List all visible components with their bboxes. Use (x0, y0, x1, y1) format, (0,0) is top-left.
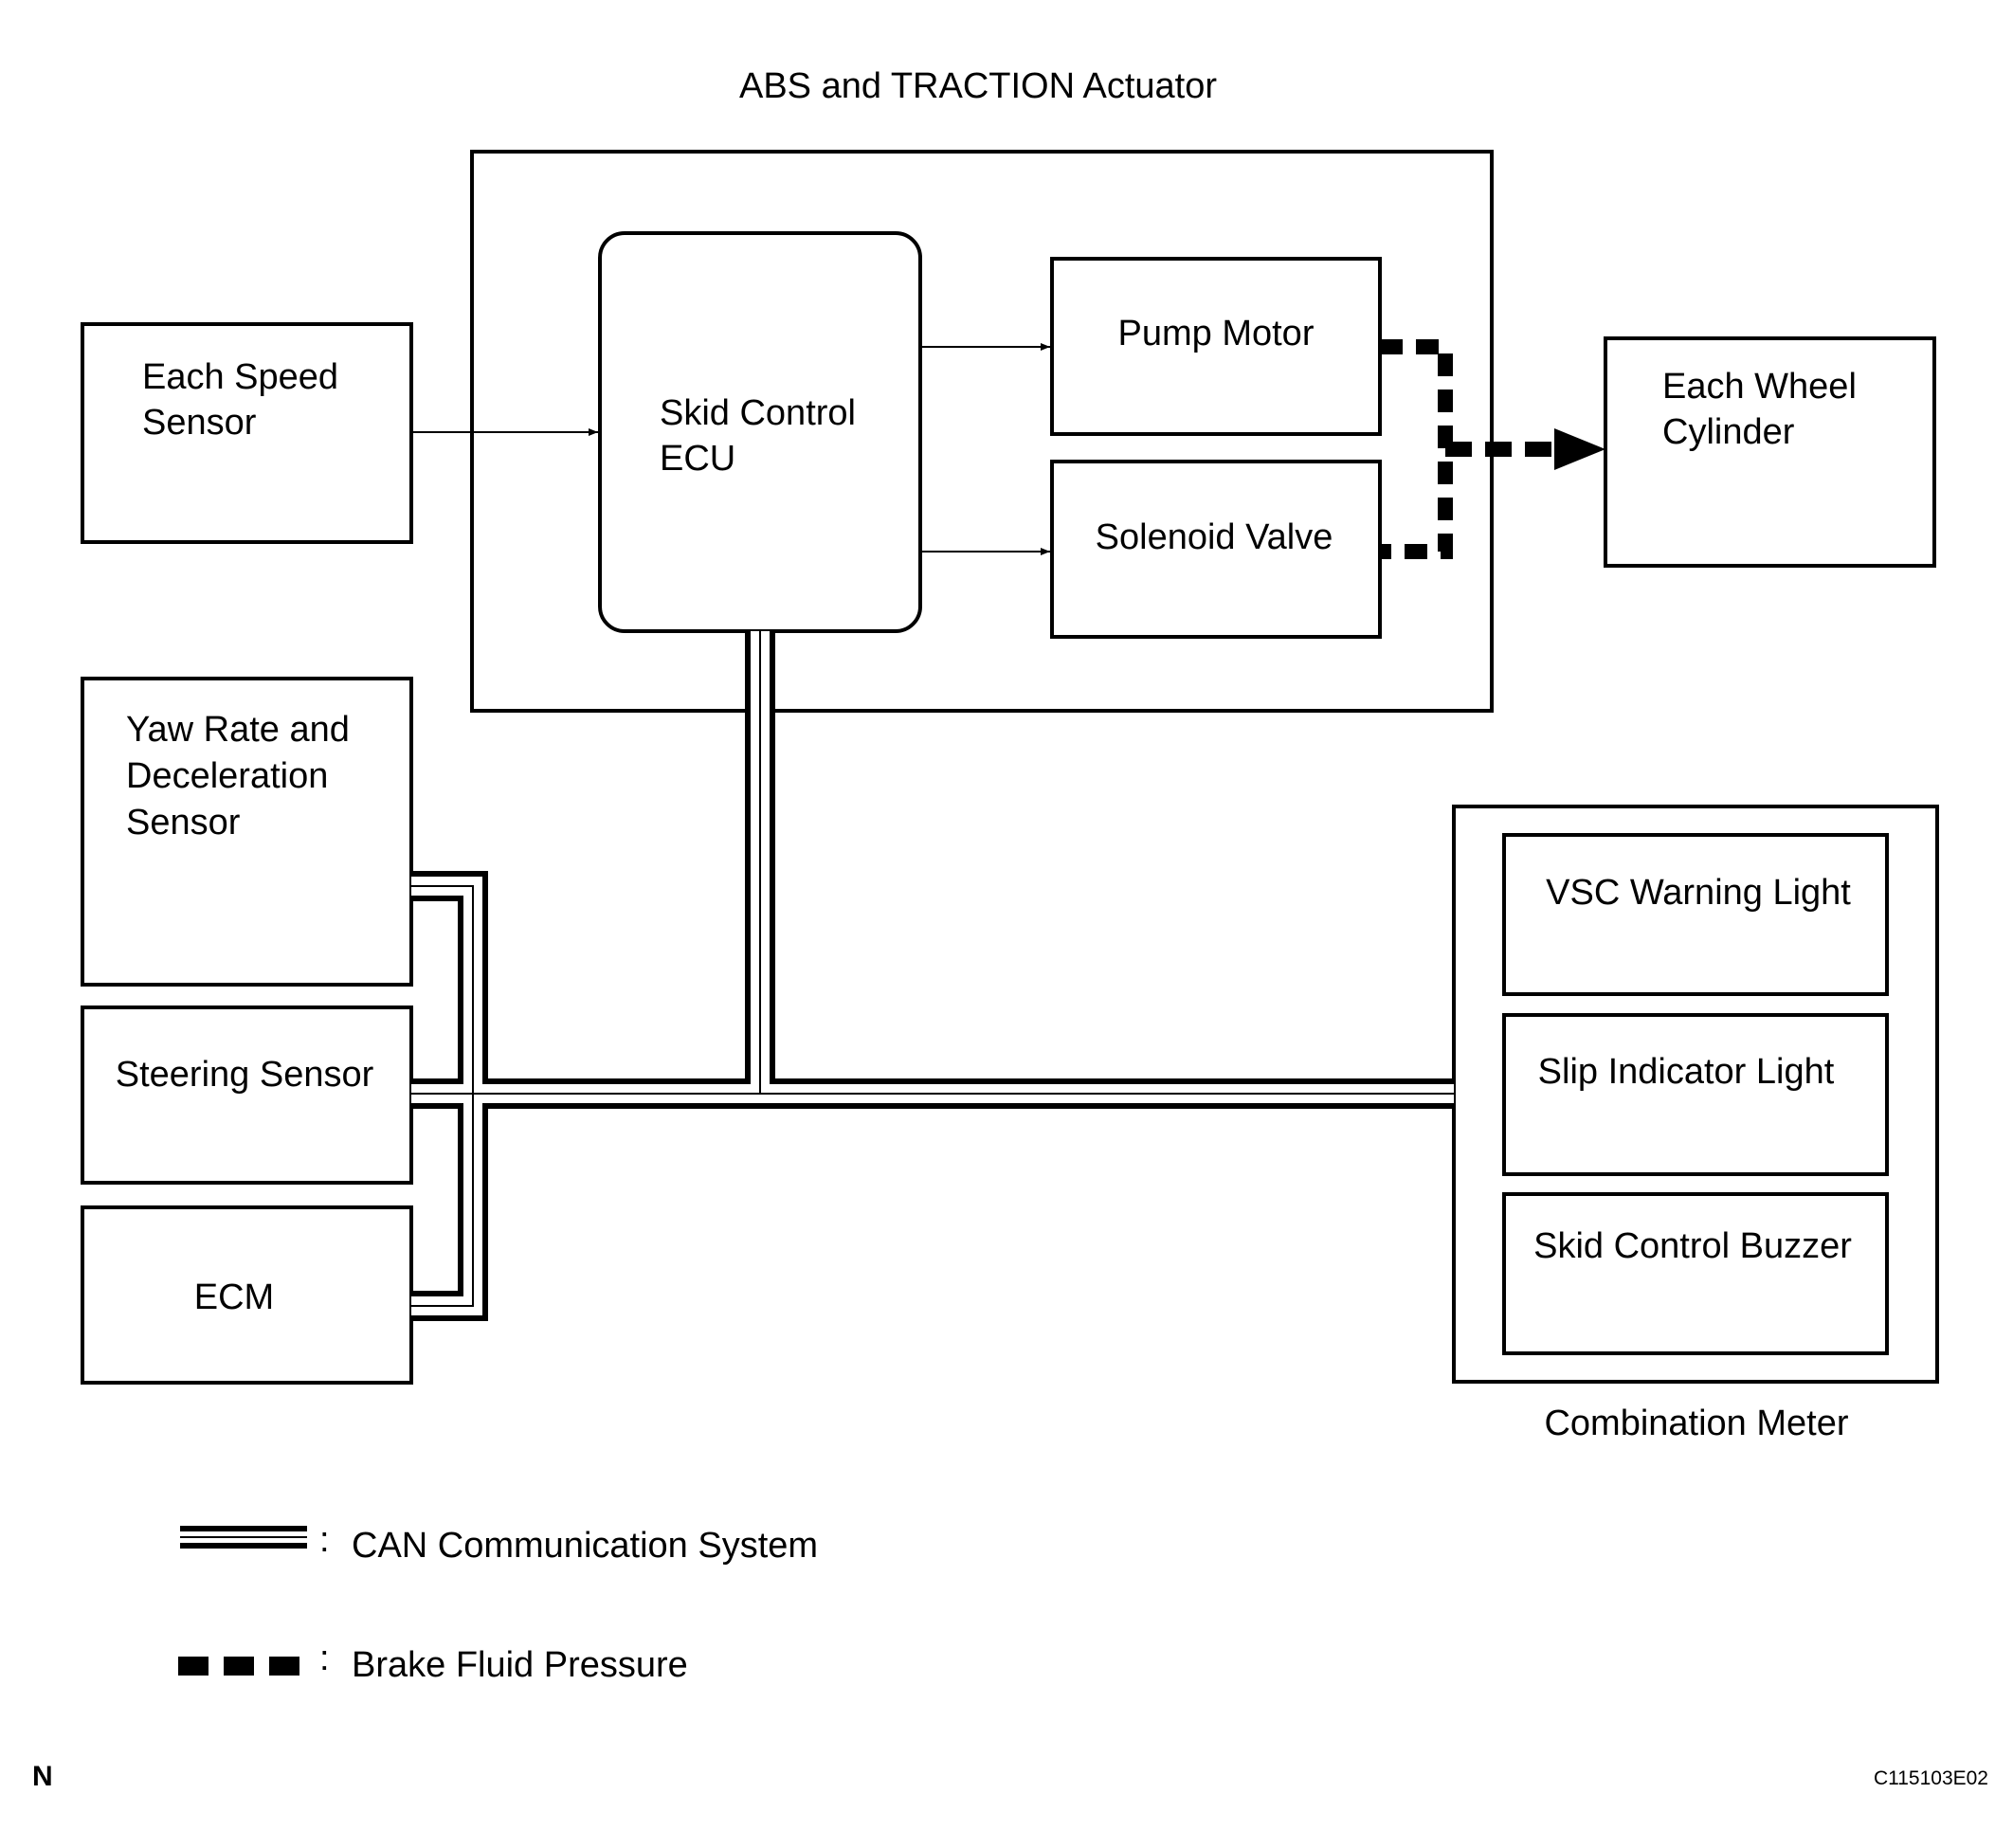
svg-text:Pump Motor: Pump Motor (1118, 314, 1315, 353)
skid-control-ecu: Skid Control ECU (598, 231, 922, 633)
vsc-warning-light-box: VSC Warning Light (1502, 833, 1889, 996)
skid-control-ecu-line-2: ECU (660, 439, 735, 479)
svg-text:Steering Sensor: Steering Sensor (116, 1055, 374, 1095)
svg-text:Solenoid Valve: Solenoid Valve (1096, 517, 1333, 557)
brake-legend-label: Brake Fluid Pressure (352, 1645, 688, 1685)
svg-text:Each Wheel Cylinder: Each Wheel Cylinder (1662, 367, 1866, 452)
skid-control-buzzer-box: Skid Control Buzzer (1502, 1192, 1889, 1355)
yaw-rate-line-2: Deceleration (126, 756, 328, 796)
figure-code: C115103E02 (1874, 1767, 1988, 1789)
each-speed-sensor-line-2: Sensor (142, 403, 257, 443)
svg-text:ECM: ECM (194, 1277, 274, 1317)
steering-sensor-label: Steering Sensor (116, 1055, 374, 1095)
yaw-rate-line-1: Yaw Rate and (126, 710, 350, 750)
svg-text:VSC Warning Light: VSC Warning Light (1546, 873, 1851, 913)
ecm-label: ECM (194, 1277, 274, 1317)
actuator-title: ABS and TRACTION Actuator (739, 66, 1217, 106)
vsc-warning-light-label: VSC Warning Light (1546, 873, 1851, 913)
skid-control-ecu-line-1: Skid Control (660, 393, 856, 433)
corner-mark-left: N (32, 1761, 53, 1792)
svg-text:Slip Indicator Light: Slip Indicator Light (1538, 1052, 1835, 1092)
each-wheel-cylinder-line-2: Cylinder (1662, 412, 1795, 452)
slip-indicator-light-label: Slip Indicator Light (1538, 1052, 1835, 1092)
brake-legend-symbol (178, 1657, 299, 1676)
solenoid-valve-label: Solenoid Valve (1096, 517, 1333, 557)
each-speed-sensor-box: Each Speed Sensor (81, 322, 413, 544)
brake-legend-separator: : (319, 1639, 330, 1678)
svg-text:Each Speed Sensor: Each Speed Sensor (142, 357, 349, 443)
can-legend-symbol (180, 1526, 307, 1549)
abs-actuator-box (470, 150, 1494, 713)
skid-control-buzzer-label: Skid Control Buzzer (1533, 1226, 1852, 1266)
slip-indicator-light-box: Slip Indicator Light (1502, 1013, 1889, 1176)
steering-sensor-box: Steering Sensor (81, 1006, 413, 1185)
ecm-box: ECM (81, 1205, 413, 1385)
each-speed-sensor-line-1: Each Speed (142, 357, 338, 397)
can-bus (411, 631, 1454, 1321)
brake-fluid-pressure-lines (1380, 339, 1605, 559)
can-legend-separator: : (319, 1520, 330, 1560)
solenoid-valve-box: Solenoid Valve (1050, 460, 1382, 639)
each-wheel-cylinder-line-1: Each Wheel (1662, 367, 1857, 407)
svg-text:Skid Control Buzzer: Skid Control Buzzer (1533, 1226, 1852, 1266)
pump-motor-box: Pump Motor (1050, 257, 1382, 436)
can-legend-label: CAN Communication System (352, 1526, 818, 1566)
yaw-rate-line-3: Sensor (126, 803, 241, 842)
yaw-rate-deceleration-sensor-box: Yaw Rate and Deceleration Sensor (81, 677, 413, 987)
pump-motor-label: Pump Motor (1118, 314, 1315, 353)
svg-text:Skid Control ECU: Skid Control ECU (660, 393, 866, 479)
svg-text:Yaw Rate and Deceleratio: Yaw Rate and Deceleration Sensor (126, 710, 359, 842)
combination-meter-label: Combination Meter (1544, 1404, 1848, 1443)
each-wheel-cylinder-box: Each Wheel Cylinder (1604, 336, 1936, 568)
legend: : CAN Communication System : Brake Fluid… (178, 1520, 818, 1685)
